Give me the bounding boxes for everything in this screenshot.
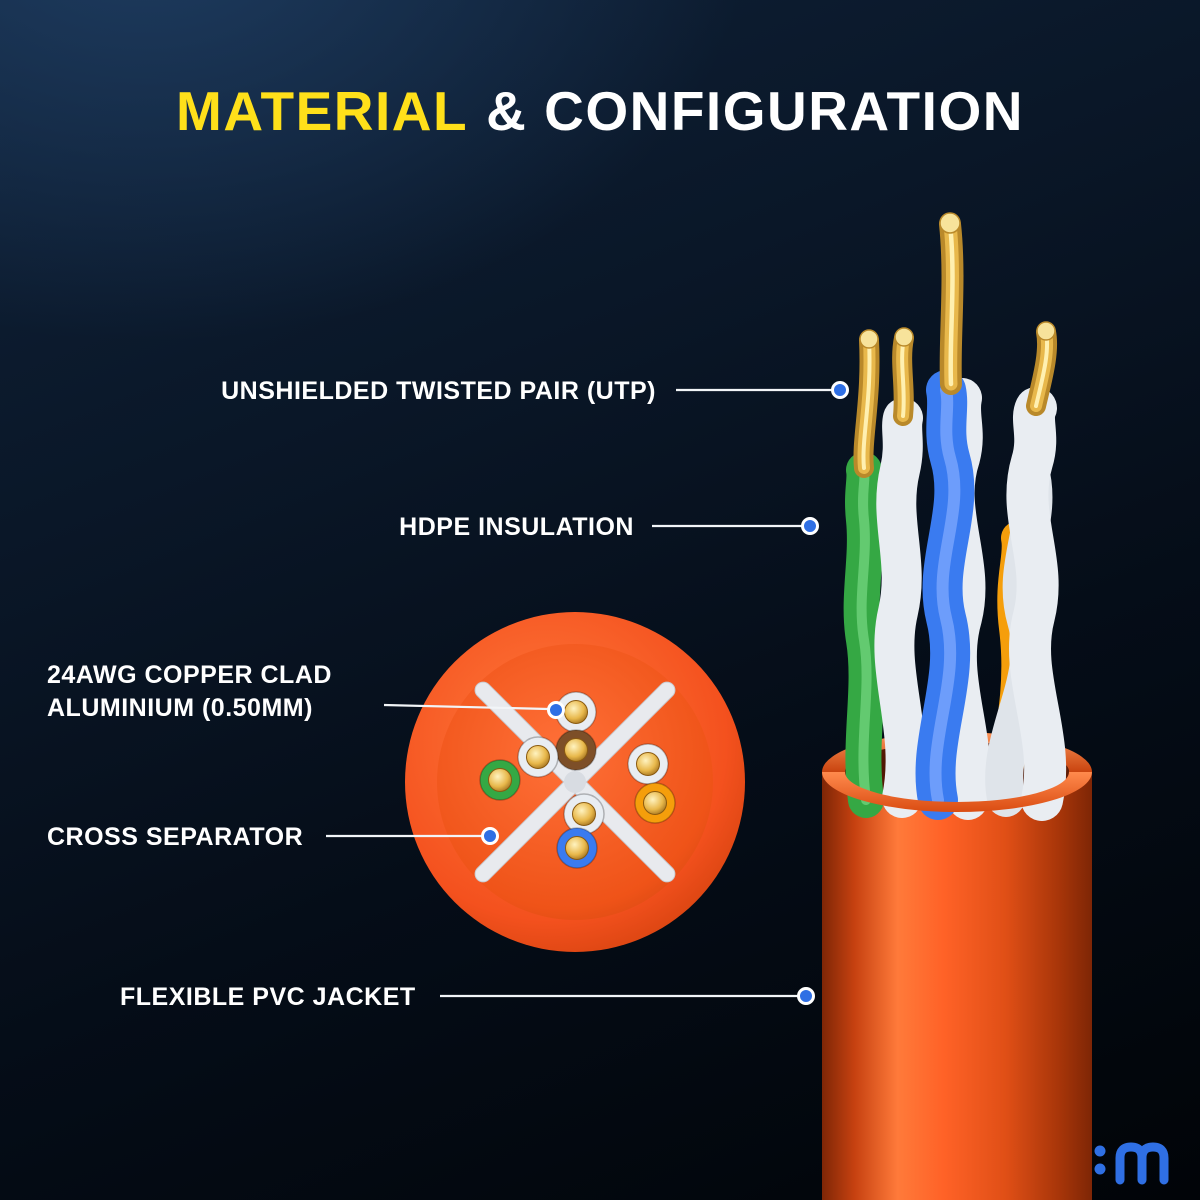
- label-24awg-line2: ALUMINIUM (0.50MM): [47, 694, 313, 722]
- callout-dots: [481, 381, 849, 1005]
- copper-tip-right: [1026, 321, 1058, 416]
- label-cross-separator: CROSS SEPARATOR: [47, 823, 304, 851]
- awg-callout-dot: [547, 701, 565, 719]
- label-utp: UNSHIELDED TWISTED PAIR (UTP): [221, 377, 656, 405]
- wire-white-right-a: [1006, 387, 1067, 821]
- pvc-jacket-body: [822, 771, 1092, 1200]
- wire-green-highlight: [856, 465, 872, 805]
- cross-section-copper-cores: [488, 700, 667, 860]
- page-title: MATERIAL & CONFIGURATION: [0, 79, 1200, 143]
- awg-callout-line: [383, 703, 549, 711]
- label-pvc-jacket: FLEXIBLE PVC JACKET: [120, 983, 416, 1011]
- twisted-pair-wires: [843, 370, 1067, 821]
- copper-tip-center: [939, 212, 964, 395]
- utp-callout-dot: [831, 381, 849, 399]
- copper-tip-left: [892, 327, 914, 426]
- wire-blue-highlight: [929, 384, 961, 806]
- callout-lines: [326, 388, 834, 998]
- wire-white-left: [874, 398, 926, 818]
- jacket-opening-front-rim: [822, 772, 1092, 812]
- brand-logo: [1094, 1142, 1169, 1185]
- cross-separator: [474, 681, 676, 883]
- main-cable: [822, 212, 1092, 1200]
- copper-tip-green: [853, 329, 880, 478]
- page-title-highlight: MATERIAL: [176, 79, 469, 142]
- page-title-rest: & CONFIGURATION: [486, 79, 1024, 142]
- label-hdpe-insulation: HDPE INSULATION: [399, 513, 634, 541]
- label-24awg: 24AWG COPPER CLAD ALUMINIUM (0.50MM): [47, 659, 332, 725]
- cross-section-view: [405, 612, 745, 952]
- cross-callout-dot: [481, 827, 499, 845]
- hdpe-callout-dot: [801, 517, 819, 535]
- label-24awg-line1: 24AWG COPPER CLAD: [47, 661, 332, 689]
- jacket-callout-dot: [797, 987, 815, 1005]
- copper-conductors: [853, 212, 1058, 478]
